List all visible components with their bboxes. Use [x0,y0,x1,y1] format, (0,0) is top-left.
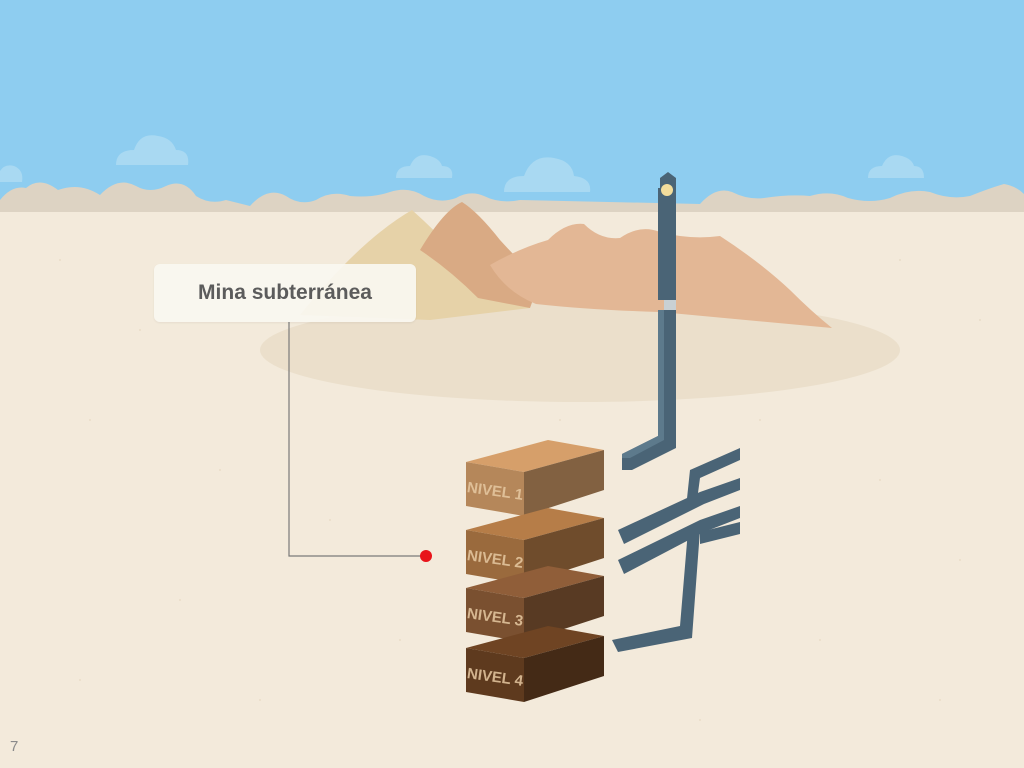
level-top-face [466,440,604,472]
tunnels [612,448,740,652]
callout-box: Mina subterránea [154,264,416,322]
distant-hills [0,182,1024,212]
mountain-shadow [260,298,900,402]
cloud-group [0,135,924,192]
level-block-3: NIVEL 3 [466,566,604,642]
mine-shaft [622,172,676,470]
shaft-light-icon [661,184,673,196]
level-top-face [466,508,604,540]
level-front-face [466,530,524,584]
callout-label: Mina subterránea [198,281,372,304]
level-block-4: NIVEL 4 [466,626,604,702]
leader-line [288,322,426,557]
level-front-face [466,648,524,702]
level-side-face [524,576,604,642]
level-front-face [466,588,524,642]
ground-texture [59,259,981,721]
marker-dot [420,550,432,562]
level-top-face [466,626,604,658]
level-block-1: NIVEL 1 [466,440,604,516]
sky-background [0,0,1024,212]
page-number: 7 [10,738,19,755]
level-top-face [466,566,604,598]
level-side-face [524,636,604,702]
level-front-face [466,462,524,516]
level-side-face [524,450,604,516]
